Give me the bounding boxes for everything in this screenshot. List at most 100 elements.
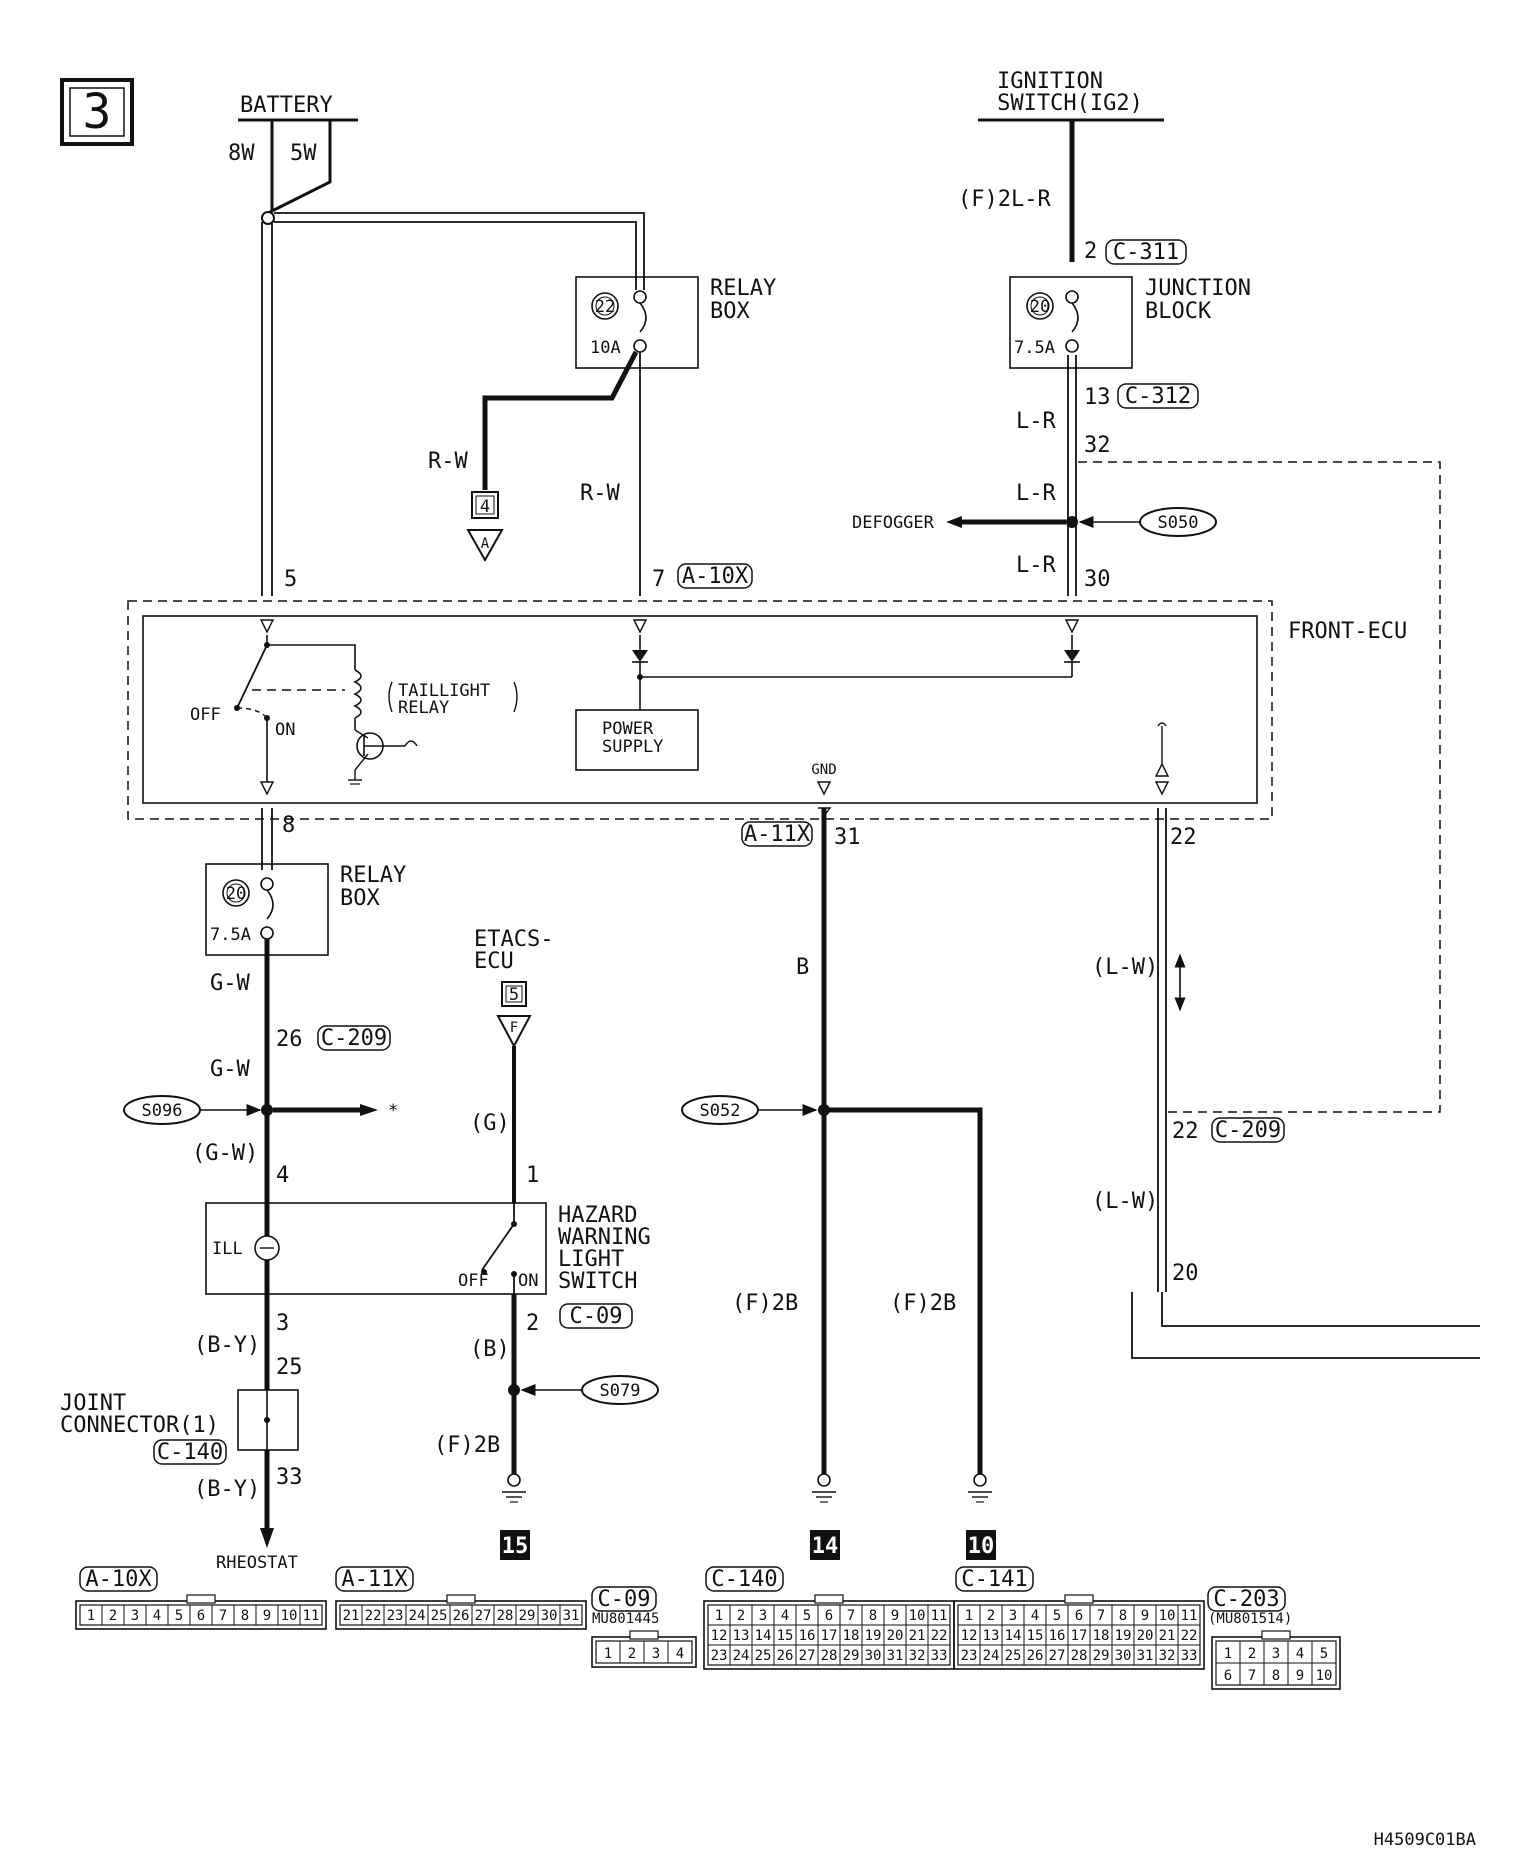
relay-box-bottom-label-1: RELAY — [340, 863, 406, 888]
svg-text:C-09: C-09 — [570, 1304, 623, 1329]
wire-label-f2b-1: (F)2B — [434, 1433, 500, 1458]
connector-pin-label: 28 — [1071, 1648, 1088, 1664]
connector-pin-label: 3 — [1272, 1646, 1280, 1662]
connector-pin-label: 12 — [961, 1628, 978, 1644]
connector-pin-label: 4 — [1296, 1646, 1304, 1662]
connector-pin-label: 7 — [1097, 1608, 1105, 1624]
connector-pin-label: 22 — [365, 1608, 382, 1624]
connector-pin-label: 3 — [652, 1646, 660, 1662]
etacs-label-1: ETACS- — [474, 927, 553, 952]
pin-25: 25 — [276, 1355, 303, 1380]
connector-pin-label: 31 — [563, 1608, 580, 1624]
relay-box-bottom-fuse-number: 20 — [226, 884, 246, 904]
wire-label-rw-left: R-W — [428, 449, 468, 474]
svg-text:A-11X: A-11X — [744, 822, 811, 847]
connector-view-name: A-10X — [85, 1567, 152, 1592]
svg-text:S050: S050 — [1158, 513, 1199, 533]
connector-view-name: C-203 — [1213, 1587, 1279, 1612]
wire-label-by-2: (B-Y) — [194, 1477, 260, 1502]
svg-text:C-311: C-311 — [1113, 240, 1179, 265]
connector-pin-label: 33 — [1181, 1648, 1198, 1664]
wire-label-by-1: (B-Y) — [194, 1333, 260, 1358]
battery-source: BATTERY 8W 5W — [228, 93, 358, 166]
pin-13: 13 — [1084, 385, 1111, 410]
wire-label-gw-1: G-W — [210, 971, 250, 996]
connector-pin-label: 14 — [755, 1628, 772, 1644]
relay-box-top-label-1: RELAY — [710, 276, 776, 301]
junction-block-fuse-number: 20 — [1030, 297, 1050, 317]
page-number-box: 3 — [60, 78, 134, 146]
connector-pin-label: 8 — [869, 1608, 877, 1624]
connector-pin-label: 20 — [1137, 1628, 1154, 1644]
connector-pin-label: 29 — [1093, 1648, 1110, 1664]
lw-wires — [1131, 808, 1480, 1359]
front-ecu-label: FRONT-ECU — [1288, 619, 1407, 644]
connector-pin-label: 10 — [1316, 1668, 1333, 1684]
ground-10: 10 — [966, 1473, 996, 1560]
svg-text:A-10X: A-10X — [682, 564, 749, 589]
connector-pin-cell — [299, 1604, 323, 1626]
connector-pin-label: 31 — [1137, 1648, 1154, 1664]
connector-pin-label: 5 — [1320, 1646, 1328, 1662]
connector-pin-label: 3 — [131, 1608, 139, 1624]
connector-pin-label: 22 — [1181, 1628, 1198, 1644]
pin-2-top: 2 — [1084, 239, 1097, 264]
splice-s052: S052 — [681, 1095, 830, 1125]
wire-label-lr-1: L-R — [1016, 409, 1056, 434]
battery-wire-8w: 8W — [228, 141, 255, 166]
arrow-ref-a: A — [481, 536, 490, 552]
connector-pin-label: 6 — [197, 1608, 205, 1624]
wire-label-gw-2: G-W — [210, 1057, 250, 1082]
connector-c209-b: C-209 — [1211, 1117, 1285, 1143]
junction-block-label-2: BLOCK — [1145, 299, 1212, 324]
defogger-label: DEFOGGER — [852, 513, 935, 533]
ignition-label-2: SWITCH(IG2) — [997, 91, 1143, 116]
connector-pin-label: 19 — [1115, 1628, 1132, 1644]
connector-pin-label: 23 — [387, 1608, 404, 1624]
splice-s096: S096 * — [123, 1095, 398, 1125]
connector-pin-label: 4 — [153, 1608, 161, 1624]
svg-text:C-209: C-209 — [321, 1026, 387, 1051]
pin-31: 31 — [834, 825, 861, 850]
connector-view-name: A-11X — [341, 1567, 408, 1592]
relay-box-top: 22 10A RELAY BOX — [575, 276, 776, 369]
wire-label-g: (G) — [470, 1111, 510, 1136]
connector-pin-label: 4 — [781, 1608, 789, 1624]
ignition-source: IGNITION SWITCH(IG2) — [978, 69, 1164, 122]
battery-label: BATTERY — [240, 93, 333, 118]
svg-text:S096: S096 — [142, 1101, 183, 1121]
pin-2-hazard: 2 — [526, 1311, 539, 1336]
connector-pin-label: 8 — [1272, 1668, 1280, 1684]
connector-pin-label: 20 — [887, 1628, 904, 1644]
pin-30: 30 — [1084, 567, 1111, 592]
taillight-relay-label-1: TAILLIGHT — [398, 681, 490, 701]
connector-pin-label: 7 — [1248, 1668, 1256, 1684]
connector-c311: C-311 — [1105, 239, 1187, 265]
connector-pin-label: 11 — [303, 1608, 320, 1624]
connector-view-name: C-09 — [598, 1587, 651, 1612]
connector-pin-label: 31 — [887, 1648, 904, 1664]
connector-pin-label: 25 — [1005, 1648, 1022, 1664]
connector-pin-label: 15 — [777, 1628, 794, 1644]
wire-label-f2lr: (F)2L-R — [958, 187, 1051, 212]
wire-label-lr-3: L-R — [1016, 553, 1056, 578]
connector-pin-label: 6 — [825, 1608, 833, 1624]
connector-pin-label: 30 — [541, 1608, 558, 1624]
connector-c312: C-312 — [1117, 383, 1199, 409]
connector-pin-cell — [1311, 1662, 1337, 1686]
defogger-branch: DEFOGGER — [852, 513, 1078, 533]
connector-view-name: C-141 — [961, 1567, 1027, 1592]
connector-pin-label: 12 — [711, 1628, 728, 1644]
connector-a11x: A-11X — [741, 821, 813, 847]
connector-pin-label: 29 — [519, 1608, 536, 1624]
junction-block-fuse-rating: 7.5A — [1014, 338, 1055, 358]
connector-c209-a: C-209 — [317, 1025, 391, 1051]
connector-pin-label: 25 — [431, 1608, 448, 1624]
svg-text:C-209: C-209 — [1215, 1118, 1281, 1143]
wire-label-b-main: B — [796, 955, 809, 980]
front-ecu-on: ON — [275, 720, 295, 740]
hazard-off: OFF — [458, 1271, 489, 1291]
